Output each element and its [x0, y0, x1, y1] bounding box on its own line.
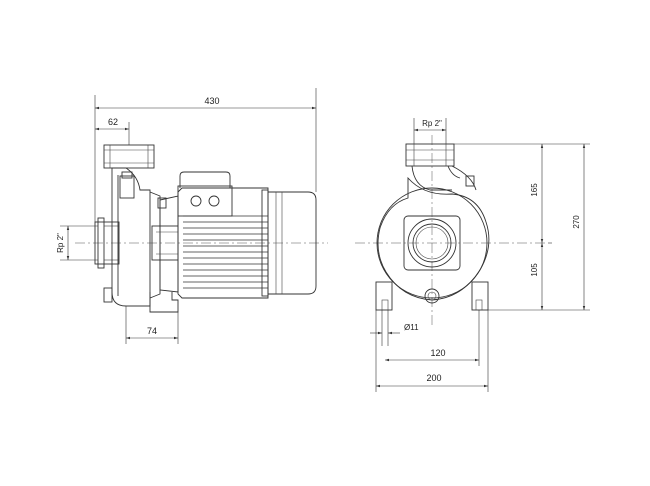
dim-hole-spacing: 120 [385, 310, 480, 366]
dim-inlet-offset-label: 62 [108, 117, 118, 127]
pump-casing [103, 167, 167, 307]
dim-foot-width-label: 74 [147, 326, 157, 336]
pump-bracket [151, 195, 179, 293]
motor-cooling-fins [183, 215, 268, 289]
front-view: Rp 2" 165 105 270 Ø11 [355, 118, 590, 392]
pump-outlet-top [103, 144, 155, 169]
front-feet [375, 281, 489, 311]
dim-total-height: 270 [572, 144, 586, 310]
dim-outlet-thread-label: Rp 2" [422, 119, 442, 128]
dim-lower-height-label: 105 [530, 263, 539, 277]
dim-outlet-thread: Rp 2" [413, 118, 447, 144]
cable-gland-2 [208, 195, 220, 207]
motor-terminal-box [177, 171, 233, 217]
dim-foot-width: 74 [125, 306, 179, 344]
dim-inlet-thread-label: Rp 2" [56, 233, 65, 253]
dim-inlet-thread: Rp 2" [56, 225, 98, 261]
front-outlet-flange [405, 143, 461, 191]
dim-base-width-label: 200 [426, 373, 441, 383]
cable-gland-1 [190, 195, 202, 207]
pump-inlet-flange [94, 217, 120, 269]
front-inlet-port [403, 215, 461, 271]
volute-casing [377, 176, 490, 301]
dim-inlet-offset: 62 [95, 117, 130, 145]
dim-overall-length: 430 [94, 88, 317, 222]
dim-upper-height: 165 [530, 144, 544, 243]
dim-hole-diameter-label: Ø11 [404, 323, 419, 332]
dim-upper-height-label: 165 [530, 183, 539, 197]
dim-total-height-label: 270 [572, 215, 581, 229]
dim-lower-height: 105 [530, 243, 544, 310]
dim-base-width: 200 [375, 310, 489, 392]
dim-hole-diameter: Ø11 [370, 310, 419, 346]
pump-foot [126, 292, 179, 313]
dim-hole-spacing-label: 120 [430, 348, 445, 358]
motor-outline-circle [376, 187, 488, 299]
motor-fan-cover [267, 191, 317, 295]
side-view: 430 62 74 Rp 2" [56, 88, 328, 344]
drain-plug [424, 288, 440, 304]
dim-overall-length-label: 430 [204, 96, 219, 106]
